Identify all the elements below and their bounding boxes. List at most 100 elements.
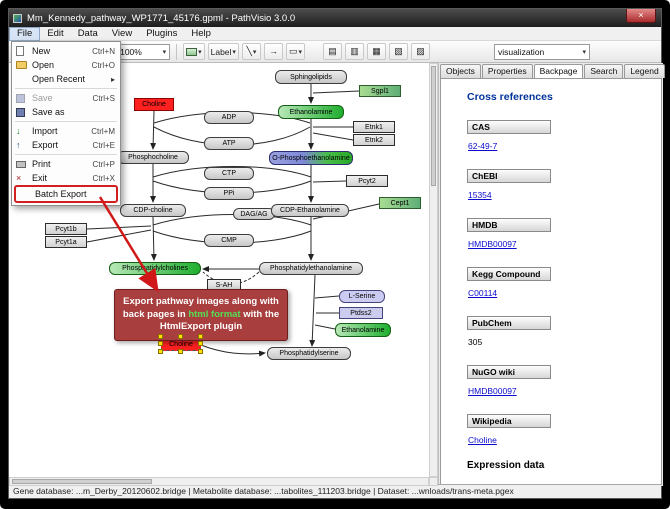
crossref-link[interactable]: 15354 [468,190,492,200]
shape-icon: ▭ [288,46,298,56]
node-phosphatidylserine[interactable]: Phosphatidylserine [267,347,351,360]
node-l-serine[interactable]: L-Serine [339,290,385,303]
selection-handle[interactable] [198,334,203,339]
menu-help[interactable]: Help [191,27,211,39]
horizontal-scrollbar-thumb[interactable] [12,479,152,484]
node-cdp-choline[interactable]: CDP-choline [120,204,186,217]
open-folder-icon [16,61,27,69]
chevron-down-icon: ▾ [162,48,167,56]
node-ptdss2[interactable]: Ptdss2 [339,307,383,319]
menu-item-exit[interactable]: × Exit Ctrl+X [16,172,115,183]
connector-tool-button[interactable]: → [263,43,283,60]
chevron-down-icon: ▾ [232,48,236,56]
window-title: Mm_Kennedy_pathway_WP1771_45176.gpml - P… [27,12,296,24]
datanode-tool-button[interactable]: ▾ [183,43,205,60]
crossref-section-cas: CAS 62-49-7 [467,117,653,151]
selection-handle[interactable] [198,349,203,354]
menu-item-save-as[interactable]: Save as [13,105,119,119]
label-tool-text: Label [210,46,232,57]
backpage-content: Cross references CAS 62-49-7 ChEBI 15354… [440,78,662,485]
tab-backpage[interactable]: Backpage [533,64,584,78]
vertical-scrollbar[interactable] [429,63,438,477]
node-atp[interactable]: ATP [204,137,254,150]
node-ctp[interactable]: CTP [204,167,254,180]
node-sgpl1[interactable]: Sgpl1 [359,85,401,97]
menu-data[interactable]: Data [77,27,98,39]
tab-objects[interactable]: Objects [440,64,481,78]
crossref-link[interactable]: HMDB00097 [468,239,517,249]
menu-view[interactable]: View [111,27,133,39]
menu-item-print[interactable]: Print Ctrl+P [13,157,119,171]
shape-tool-button[interactable]: ▭▾ [285,43,305,60]
node-dag[interactable]: DAG/AG [233,208,275,220]
menu-item-open-recent[interactable]: Open Recent ▸ [32,74,115,84]
horizontal-scrollbar[interactable] [9,477,429,486]
callout-text: with the HtmlExport plugin [159,308,280,333]
node-sphingolipids[interactable]: Sphingolipids [275,70,347,84]
node-ethanolamine-top[interactable]: Ethanolamine [278,105,344,119]
tab-properties[interactable]: Properties [481,64,533,78]
label-tool-button[interactable]: Label▾ [207,43,239,60]
node-phosphatidylcholines[interactable]: Phosphatidylcholines [109,262,201,275]
close-button[interactable]: × [626,9,656,23]
toolbar-separator [176,43,178,60]
selection-handle[interactable] [158,341,163,346]
visualization-select[interactable]: visualization ▾ [493,43,590,60]
common-height-icon: ▨ [416,46,425,56]
crossref-link[interactable]: Choline [468,435,497,445]
menu-item-export[interactable]: ↑ Export Ctrl+E [16,139,115,150]
crossref-link[interactable]: HMDB00097 [468,386,517,396]
crossref-link[interactable]: 62-49-7 [468,141,498,151]
distribute-button[interactable]: ▦ [366,43,386,60]
selection-handle[interactable] [178,334,183,339]
menu-plugins[interactable]: Plugins [146,27,178,39]
chevron-down-icon: ▾ [582,48,586,56]
submenu-arrow-icon: ▸ [110,74,115,84]
crossref-heading: Cross references [467,91,553,103]
node-cdp-ethanolamine[interactable]: CDP-Ethanolamine [271,204,349,217]
menu-bar: File Edit Data View Plugins Help [9,26,661,41]
common-width-button[interactable]: ▧ [388,43,408,60]
scrollbar-corner [429,477,438,486]
line-tool-button[interactable]: ╲▾ [241,43,261,60]
menu-separator [15,88,117,89]
common-height-button[interactable]: ▨ [410,43,430,60]
menu-item-save[interactable]: Save Ctrl+S [13,91,119,105]
node-o-phosphoethanolamine[interactable]: O-Phosphoethanolamine [269,151,353,165]
file-menu: New Ctrl+N Open Ctrl+O Open Recent ▸ Sav… [11,41,121,206]
vertical-scrollbar-thumb[interactable] [431,66,436,186]
node-etnk2[interactable]: Etnk2 [353,134,395,146]
align-vertical-button[interactable]: ▥ [344,43,364,60]
side-panel: Objects Properties Backpage Search Legen… [438,63,665,486]
node-pcyt1a[interactable]: Pcyt1a [45,236,87,248]
tab-legend[interactable]: Legend [624,64,665,78]
menu-file[interactable]: File [9,26,41,41]
selection-handle[interactable] [178,349,183,354]
selection-handle[interactable] [198,341,203,346]
crossref-section-wikipedia: Wikipedia Choline [467,411,653,445]
menu-item-new[interactable]: New Ctrl+N [13,44,119,58]
node-pcyt2[interactable]: Pcyt2 [346,175,388,187]
crossref-link[interactable]: C00114 [468,288,498,298]
node-ethanolamine-right[interactable]: Ethanolamine [335,323,391,337]
node-ppi[interactable]: PPi [204,187,254,200]
selection-handle[interactable] [158,349,163,354]
selection-handle[interactable] [158,334,163,339]
menu-edit[interactable]: Edit [47,27,64,39]
crossref-source-name: Wikipedia [467,414,551,428]
node-etnk1[interactable]: Etnk1 [353,121,395,133]
align-horizontal-button[interactable]: ▤ [322,43,342,60]
node-choline-top[interactable]: Choline [134,98,174,111]
node-cept1[interactable]: Cept1 [379,197,421,209]
menu-item-batch-export[interactable]: Batch Export [14,185,118,203]
menu-item-open[interactable]: Open Ctrl+O [13,58,119,72]
node-cmp[interactable]: CMP [204,234,254,247]
node-pcyt1b[interactable]: Pcyt1b [45,223,87,235]
node-phosphocholine[interactable]: Phosphocholine [117,151,189,164]
menu-item-import[interactable]: ↓ Import Ctrl+M [16,125,115,136]
crossref-section-chebi: ChEBI 15354 [467,166,653,200]
tab-search[interactable]: Search [584,64,624,78]
node-adp[interactable]: ADP [204,111,254,124]
node-phosphatidylethanolamine[interactable]: Phosphatidylethanolamine [259,262,363,275]
zoom-select[interactable]: 100% ▾ [116,43,171,60]
